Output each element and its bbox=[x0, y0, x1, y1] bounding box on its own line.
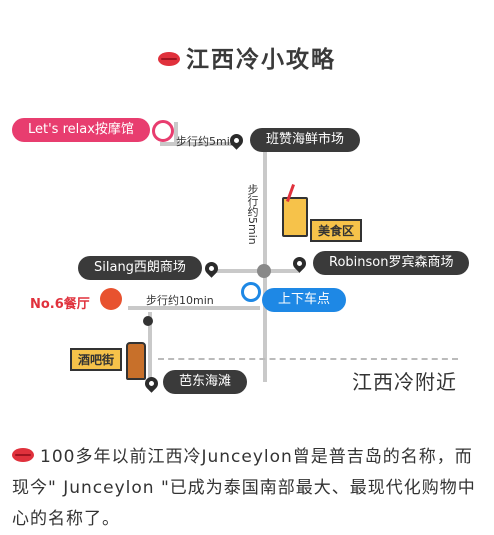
bar-label: 酒吧街 bbox=[70, 348, 123, 371]
no6-label: No.6餐厅 bbox=[30, 297, 90, 312]
letsrelax-label: Let's relax按摩馆 bbox=[12, 118, 150, 142]
page-title-text: 江西冷小攻略 bbox=[186, 47, 336, 73]
lips-icon bbox=[12, 448, 34, 462]
road-dashed bbox=[158, 358, 458, 360]
road bbox=[174, 122, 178, 144]
area-map: Let's relax按摩馆 步行约5min 班赞海鲜市场 步行约5min 美食… bbox=[0, 102, 494, 407]
walk-10min: 步行约10min bbox=[146, 294, 214, 307]
robinson-label: Robinson罗宾森商场 bbox=[313, 251, 470, 275]
junction-dot bbox=[143, 316, 153, 326]
beach-label: 芭东海滩 bbox=[163, 370, 248, 394]
location-pin-icon bbox=[202, 259, 221, 278]
road bbox=[263, 142, 267, 382]
beer-bottle-icon bbox=[126, 342, 146, 380]
silang-label: Silang西朗商场 bbox=[78, 256, 202, 280]
food-label: 美食区 bbox=[310, 219, 363, 242]
road bbox=[148, 312, 152, 382]
drink-cup-icon bbox=[282, 197, 308, 237]
intro-paragraph-text: 100多年以前江西冷Junceylon曾是普吉岛的名称，而现今" Junceyl… bbox=[12, 447, 476, 529]
location-pin-icon bbox=[241, 282, 261, 302]
page-title: 江西冷小攻略 bbox=[0, 40, 494, 74]
walk-5min-vertical: 步行约5min bbox=[246, 184, 259, 245]
location-pin-icon bbox=[152, 120, 174, 142]
restaurant-icon bbox=[100, 288, 122, 310]
lips-icon bbox=[158, 51, 180, 66]
road bbox=[160, 142, 240, 146]
road bbox=[128, 306, 260, 310]
junction-dot bbox=[257, 264, 271, 278]
intro-paragraph: 100多年以前江西冷Junceylon曾是普吉岛的名称，而现今" Junceyl… bbox=[12, 442, 482, 535]
map-caption: 江西冷附近 bbox=[352, 370, 457, 394]
banzan-label: 班赞海鲜市场 bbox=[250, 128, 361, 152]
road bbox=[210, 269, 300, 273]
walk-5min-horizontal: 步行约5min bbox=[176, 135, 237, 148]
stop-label: 上下车点 bbox=[262, 288, 347, 312]
